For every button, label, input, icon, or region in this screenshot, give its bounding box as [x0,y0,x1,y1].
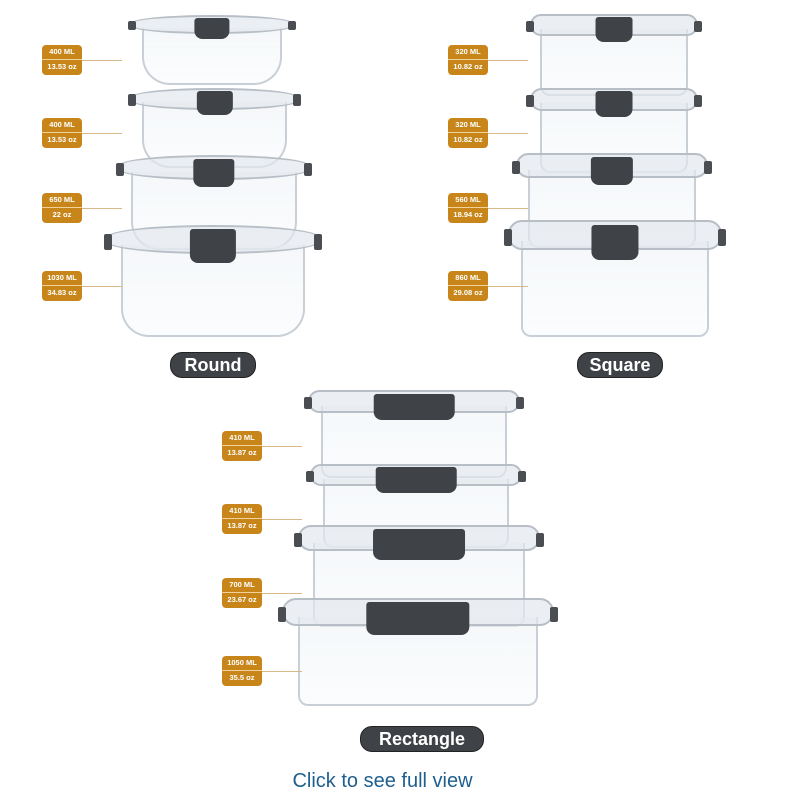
glass-container [504,220,726,337]
lid-latch [536,533,544,548]
lid-latch [512,160,520,174]
rectangle-label: Rectangle [360,726,484,752]
lid-latch [516,397,524,410]
ml-text: 320 ML [448,45,488,60]
leader-line [82,286,122,287]
ml-text: 410 ML [222,431,262,446]
lid-latch [694,20,702,33]
lid-latch [304,162,312,176]
oz-text: 23.67 oz [227,595,257,604]
ml-text: 1050 ML [222,656,262,671]
oz-text: 10.82 oz [453,62,483,71]
lid-latch [306,470,314,483]
ml-text: 860 ML [448,271,488,286]
size-badge: 700 ML 23.67 oz [222,578,302,608]
lid-clip [366,602,470,635]
ml-text: 320 ML [448,118,488,133]
lid-latch [116,162,124,176]
round-label: Round [170,352,256,378]
oz-text: 22 oz [52,210,72,219]
lid-clip [193,158,235,188]
leader-line [82,133,122,134]
lid-latch [314,233,322,250]
lid-latch [104,233,112,250]
oz-text: 29.08 oz [453,288,483,297]
lid-latch [550,606,558,622]
size-badge: 400 ML 13.53 oz [42,45,122,75]
ml-text: 560 ML [448,193,488,208]
size-badge: 860 ML 29.08 oz [448,271,528,301]
size-badge: 400 ML 13.53 oz [42,118,122,148]
size-badge: 320 ML 10.82 oz [448,118,528,148]
lid-clip [194,17,230,39]
see-full-view-link[interactable]: Click to see full view [292,770,473,792]
lid-clip [591,224,639,260]
lid-latch [278,606,286,622]
size-badge: 410 ML 13.87 oz [222,504,302,534]
lid-clip [373,393,455,420]
lid-clip [590,156,634,186]
leader-line [488,60,528,61]
lid-clip [375,467,457,493]
oz-text: 34.83 oz [47,288,77,297]
lid-latch [504,229,512,246]
lid-latch [294,533,302,548]
size-badge: 410 ML 13.87 oz [222,431,302,461]
lid-latch [304,397,312,410]
leader-line [262,446,302,447]
lid-latch [704,160,712,174]
oz-text: 10.82 oz [453,135,483,144]
ml-text: 410 ML [222,504,262,519]
square-label: Square [577,352,663,378]
leader-line [82,60,122,61]
lid-latch [526,20,534,33]
ml-text: 400 ML [42,45,82,60]
lid-clip [373,529,465,560]
leader-line [488,133,528,134]
leader-line [262,519,302,520]
glass-container [104,225,322,337]
glass-container [278,598,558,706]
oz-text: 18.94 oz [453,210,483,219]
lid-latch [288,20,296,31]
leader-line [262,593,302,594]
ml-text: 400 ML [42,118,82,133]
lid-latch [128,94,136,106]
lid-clip [595,17,633,42]
leader-line [488,208,528,209]
lid-clip [595,91,633,117]
size-badge: 320 ML 10.82 oz [448,45,528,75]
ml-text: 700 ML [222,578,262,593]
glass-container [526,14,702,96]
oz-text: 13.53 oz [47,62,77,71]
lid-clip [189,229,237,264]
lid-latch [694,94,702,107]
lid-latch [128,20,136,31]
glass-container [128,15,296,85]
size-badge: 1050 ML 35.5 oz [222,656,302,686]
oz-text: 13.53 oz [47,135,77,144]
leader-line [488,286,528,287]
lid-clip [196,91,233,116]
lid-latch [518,470,526,483]
lid-latch [526,94,534,107]
oz-text: 13.87 oz [227,448,257,457]
lid-latch [293,94,301,106]
oz-text: 35.5 oz [229,673,255,682]
size-badge: 560 ML 18.94 oz [448,193,528,223]
lid-latch [718,229,726,246]
leader-line [262,671,302,672]
ml-text: 1030 ML [42,271,82,286]
size-badge: 1030 ML 34.83 oz [42,271,122,301]
oz-text: 13.87 oz [227,521,257,530]
size-badge: 650 ML 22 oz [42,193,122,223]
leader-line [82,208,122,209]
ml-text: 650 ML [42,193,82,208]
